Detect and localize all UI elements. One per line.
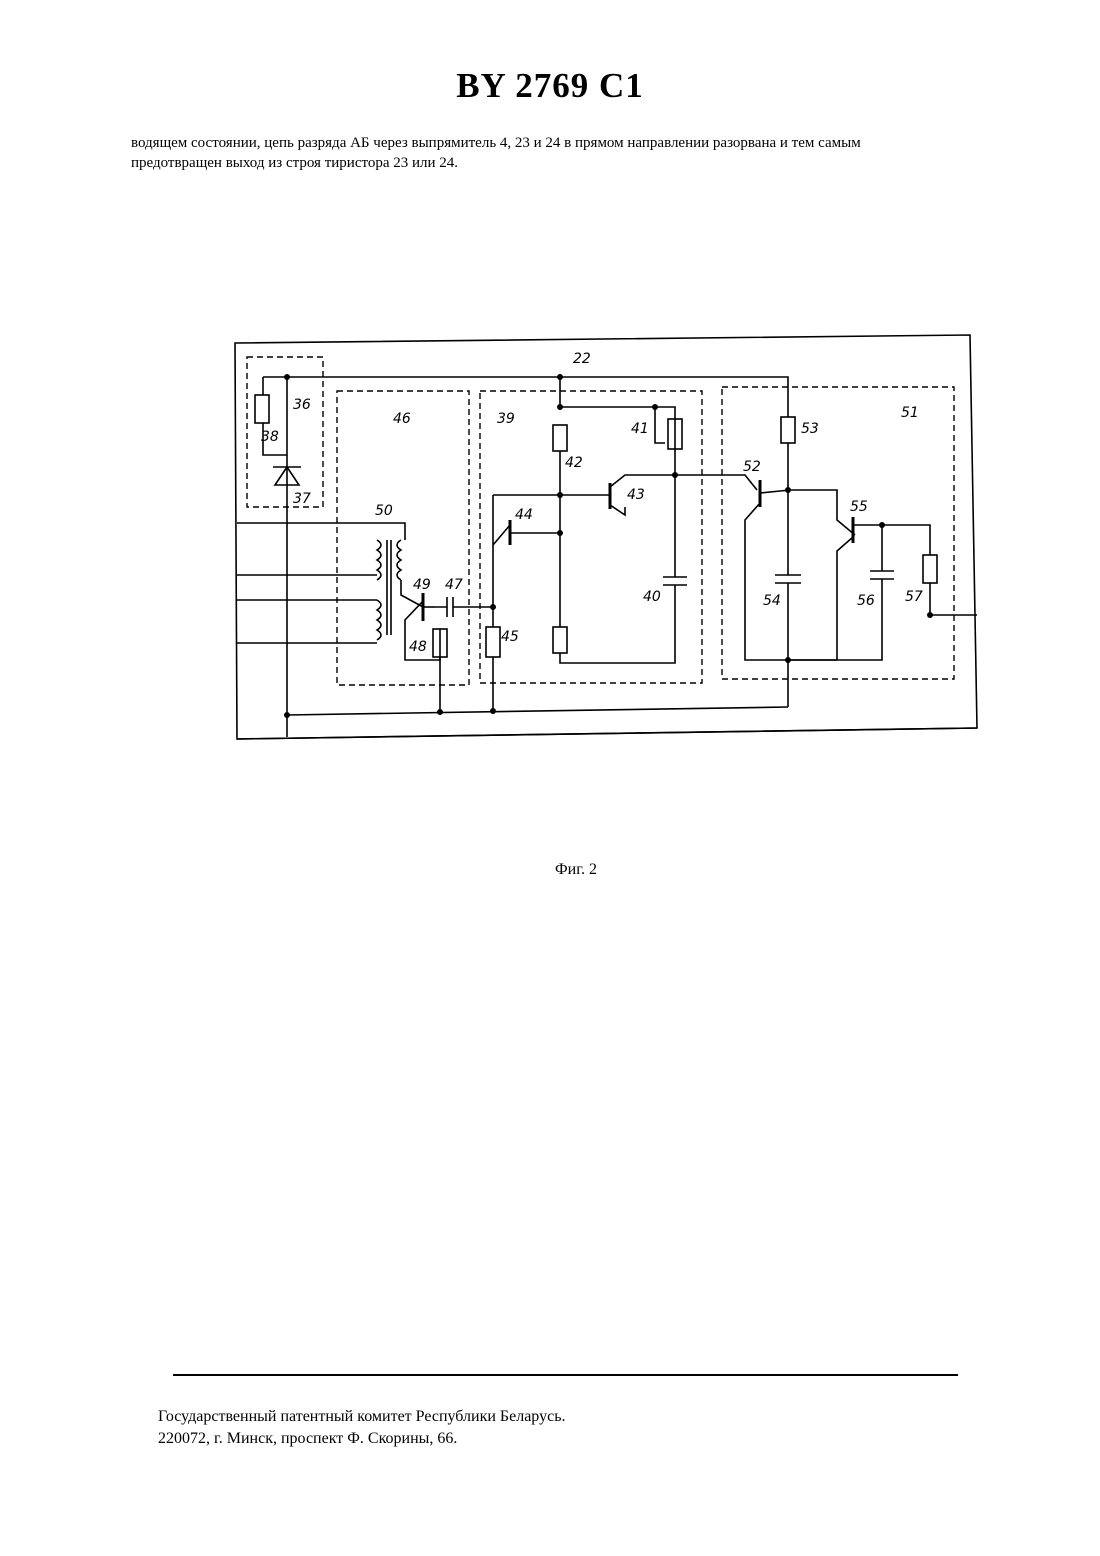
- label-48: 48: [409, 639, 427, 655]
- label-39: 39: [497, 411, 515, 427]
- patent-number: BY 2769 C1: [0, 66, 1100, 106]
- footer-address: Государственный патентный комитет Респуб…: [158, 1406, 566, 1450]
- transformer-50-primary: [377, 540, 381, 580]
- label-49: 49: [413, 577, 431, 593]
- label-37: 37: [293, 491, 311, 507]
- top-bus-wire: [263, 377, 788, 417]
- resistor-57: [923, 555, 937, 583]
- label-51: 51: [901, 405, 919, 421]
- capacitor-54: [775, 575, 801, 660]
- transformer-50-secondary: [397, 540, 401, 580]
- label-54: 54: [763, 593, 781, 609]
- module-51-box: [722, 387, 954, 679]
- circuit-diagram: 22 36 38 37 46 39 41 42 43 44 50 49 47 4…: [225, 325, 985, 750]
- footer-divider: [173, 1374, 958, 1376]
- module-46-box: [337, 391, 469, 685]
- label-40: 40: [643, 589, 661, 605]
- description-text: водящем состоянии, цепь разряда АБ через…: [131, 133, 1011, 173]
- label-57: 57: [905, 589, 923, 605]
- label-53: 53: [801, 421, 819, 437]
- resistor-38: [255, 395, 269, 423]
- label-44: 44: [515, 507, 533, 523]
- label-36: 36: [293, 397, 311, 413]
- circuit-diagram-svg: 22 36 38 37 46 39 41 42 43 44 50 49 47 4…: [225, 325, 985, 750]
- label-56: 56: [857, 593, 875, 609]
- footer-line-2: 220072, г. Минск, проспект Ф. Скорины, 6…: [158, 1428, 566, 1450]
- label-50: 50: [375, 503, 393, 519]
- label-42: 42: [565, 455, 583, 471]
- label-45: 45: [501, 629, 519, 645]
- label-38: 38: [261, 429, 279, 445]
- capacitor-56: [788, 525, 894, 660]
- resistor-53: [781, 417, 795, 443]
- label-52: 52: [743, 459, 761, 475]
- resistor-45: [486, 627, 500, 657]
- bottom-bus-wire: [287, 707, 788, 715]
- label-41: 41: [631, 421, 649, 437]
- figure-caption: Фиг. 2: [0, 861, 1100, 879]
- label-55: 55: [850, 499, 868, 515]
- capacitor-47: [435, 597, 493, 617]
- footer-line-1: Государственный патентный комитет Респуб…: [158, 1406, 566, 1428]
- resistor-42: [553, 425, 567, 451]
- label-43: 43: [627, 487, 645, 503]
- resistor-column-bottom: [553, 627, 567, 653]
- capacitor-40: [663, 475, 687, 597]
- description-line-1: водящем состоянии, цепь разряда АБ через…: [131, 133, 1011, 153]
- description-line-2: предотвращен выход из строя тиристора 23…: [131, 153, 1011, 173]
- label-47: 47: [445, 577, 463, 593]
- label-22: 22: [573, 351, 591, 367]
- label-46: 46: [393, 411, 411, 427]
